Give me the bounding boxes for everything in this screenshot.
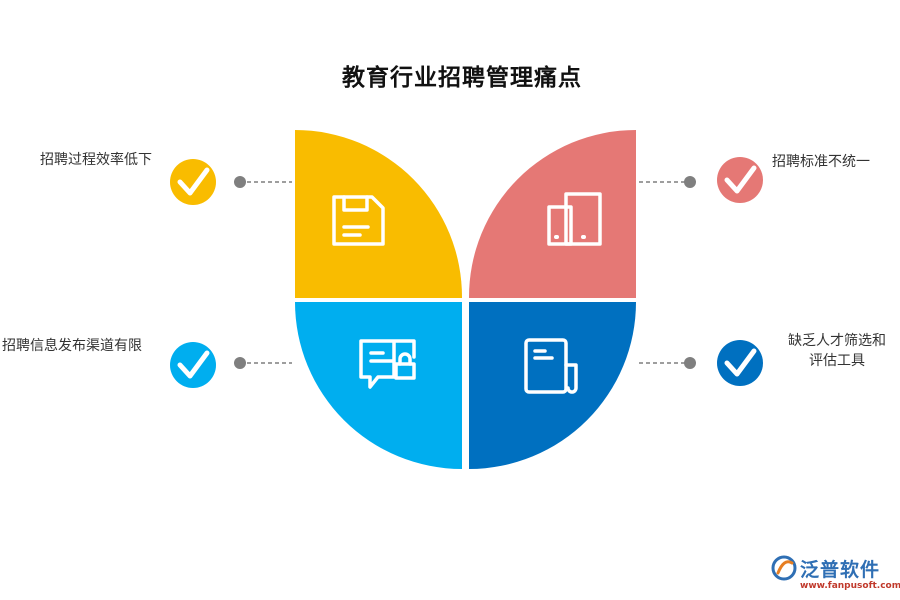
label-bottom-left: 招聘信息发布渠道有限 [2, 338, 142, 354]
petal-bottom-right [469, 302, 636, 469]
page-title: 教育行业招聘管理痛点 [342, 64, 582, 91]
connector-bottom-right [639, 357, 696, 369]
label-bottom-right: 缺乏人才筛选和 评估工具 [788, 331, 886, 371]
connector-top-right [639, 176, 696, 188]
check-icon-bottom-left [170, 342, 216, 388]
label-bottom-right-line-1: 缺乏人才筛选和 [788, 333, 886, 349]
tablet-icon [547, 192, 602, 246]
check-icon-top-left [170, 159, 216, 205]
check-icon-bottom-right [717, 340, 763, 386]
logo-name: 泛普软件 [800, 559, 881, 581]
save-icon [332, 195, 385, 246]
connector-bottom-left [234, 357, 292, 369]
connector-top-left [234, 176, 292, 188]
petal-top-right [468, 129, 636, 298]
label-top-right: 招聘标准不统一 [772, 154, 870, 170]
message-lock-icon [359, 339, 416, 389]
petal-top-left [295, 129, 463, 298]
petal-bottom-left [295, 302, 462, 469]
document-icon [524, 338, 578, 394]
label-top-left: 招聘过程效率低下 [40, 152, 152, 168]
check-icon-top-right [717, 157, 763, 203]
logo-icon [771, 555, 797, 581]
brand-logo: 泛普软件 www.fanpusoft.com [770, 552, 900, 597]
logo-url: www.fanpusoft.com [800, 581, 900, 591]
label-bottom-right-line-2: 评估工具 [809, 353, 865, 369]
